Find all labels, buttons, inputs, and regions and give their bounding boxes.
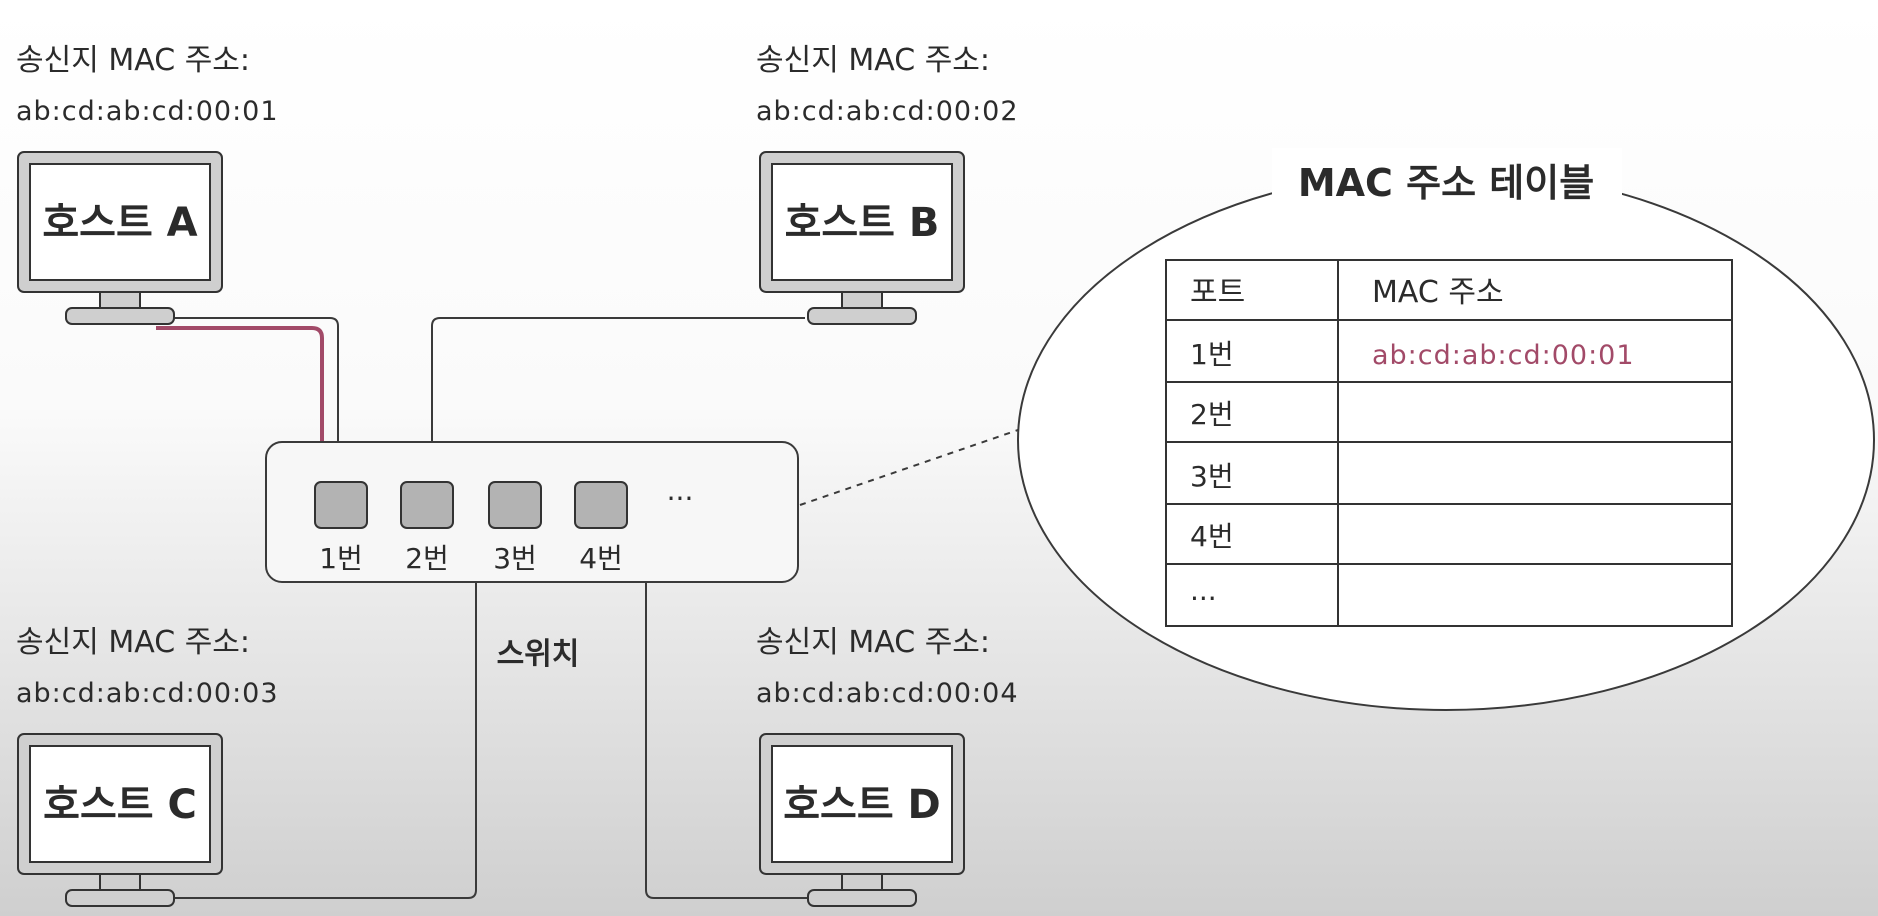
- row-4-port: 4번: [1190, 520, 1234, 553]
- title-gap: [1272, 148, 1622, 208]
- row-5-port: ···: [1190, 582, 1217, 615]
- dashed-link: [799, 429, 1019, 506]
- mac-table: 포트 MAC 주소 1번 ab:cd:ab:cd:00:01 2번 3번 4번 …: [1165, 259, 1733, 627]
- host-a: 송신지 MAC 주소: ab:cd:ab:cd:00:01 호스트 A: [16, 43, 279, 325]
- port-2: [400, 481, 454, 529]
- monitor-icon: [759, 733, 965, 907]
- row-1-mac: ab:cd:ab:cd:00:01: [1372, 340, 1635, 371]
- host-a-mac: ab:cd:ab:cd:00:01: [16, 96, 279, 127]
- more-ports-label: ···: [667, 482, 694, 515]
- port-1: [314, 481, 368, 529]
- port-3: [488, 481, 542, 529]
- port-1-label: 1번: [319, 542, 363, 575]
- host-a-name: 호스트 A: [42, 200, 197, 246]
- host-d-mac-label: 송신지 MAC 주소:: [756, 625, 990, 660]
- port-4-label: 4번: [579, 542, 623, 575]
- switch: 1번 2번 3번 4번 ···: [265, 441, 799, 583]
- monitor-icon: [759, 151, 965, 325]
- host-d: 송신지 MAC 주소: ab:cd:ab:cd:00:04 호스트 D: [756, 625, 1019, 907]
- host-a-mac-label: 송신지 MAC 주소:: [16, 43, 250, 78]
- port-3-label: 3번: [493, 542, 537, 575]
- header-mac: MAC 주소: [1372, 275, 1504, 310]
- host-b-name: 호스트 B: [785, 200, 940, 246]
- cable-host-b: [431, 317, 805, 482]
- host-c-mac-label: 송신지 MAC 주소:: [16, 625, 250, 660]
- mac-table-bubble: MAC 주소 테이블 포트 MAC 주소 1번 ab:cd:ab:cd:00:0…: [1017, 148, 1875, 711]
- row-3-port: 3번: [1190, 460, 1234, 493]
- port-4: [574, 481, 628, 529]
- host-d-mac: ab:cd:ab:cd:00:04: [756, 678, 1019, 709]
- host-b-mac: ab:cd:ab:cd:00:02: [756, 96, 1019, 127]
- row-2-port: 2번: [1190, 398, 1234, 431]
- switch-label: 스위치: [497, 637, 580, 672]
- host-b: 송신지 MAC 주소: ab:cd:ab:cd:00:02 호스트 B: [756, 43, 1019, 325]
- host-c-name: 호스트 C: [43, 782, 197, 828]
- host-c-mac: ab:cd:ab:cd:00:03: [16, 678, 279, 709]
- host-d-name: 호스트 D: [783, 782, 941, 828]
- cable-host-a: [150, 317, 339, 482]
- monitor-icon: [17, 733, 223, 907]
- host-b-mac-label: 송신지 MAC 주소:: [756, 43, 990, 78]
- row-1-port: 1번: [1190, 338, 1234, 371]
- host-c: 송신지 MAC 주소: ab:cd:ab:cd:00:03 호스트 C: [16, 625, 279, 907]
- monitor-icon: [17, 151, 223, 325]
- mac-table-title: MAC 주소 테이블: [1298, 161, 1594, 205]
- header-port: 포트: [1190, 275, 1245, 310]
- port-2-label: 2번: [405, 542, 449, 575]
